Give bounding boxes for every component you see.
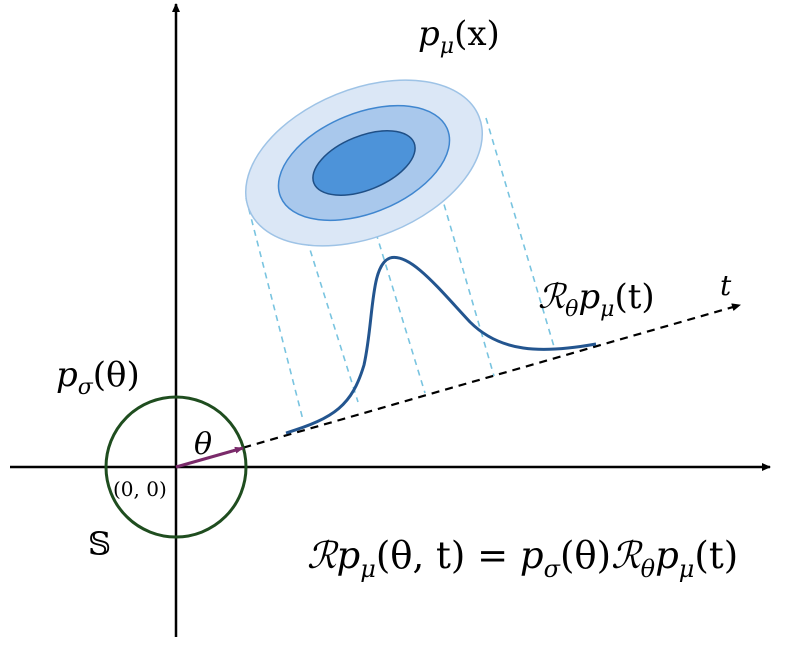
sphere-label: 𝕊 bbox=[88, 525, 111, 563]
projection-line bbox=[245, 197, 304, 421]
projection-line bbox=[440, 193, 495, 377]
projection-lines bbox=[245, 117, 556, 421]
inner-contour bbox=[312, 130, 416, 196]
theta-vector bbox=[175, 446, 244, 469]
t-axis bbox=[175, 303, 741, 469]
circle-density-label: pσ(θ) bbox=[56, 355, 140, 400]
radon-equation: ℛpμ(θ, t) = pσ(θ)ℛθpμ(t) bbox=[307, 534, 738, 583]
projection-line bbox=[306, 239, 359, 403]
t-axis-label: t bbox=[720, 269, 732, 302]
gaussian-density bbox=[244, 79, 484, 247]
projection-line bbox=[485, 117, 556, 351]
unit-circle bbox=[104, 395, 248, 539]
projection-line bbox=[375, 232, 426, 394]
density-label: pμ(x) bbox=[418, 14, 500, 59]
theta-label: θ bbox=[194, 427, 212, 462]
projection-label: ℛθpμ(t) bbox=[538, 277, 655, 322]
origin-label: (0, 0) bbox=[113, 477, 167, 501]
projection-curve bbox=[285, 255, 597, 435]
